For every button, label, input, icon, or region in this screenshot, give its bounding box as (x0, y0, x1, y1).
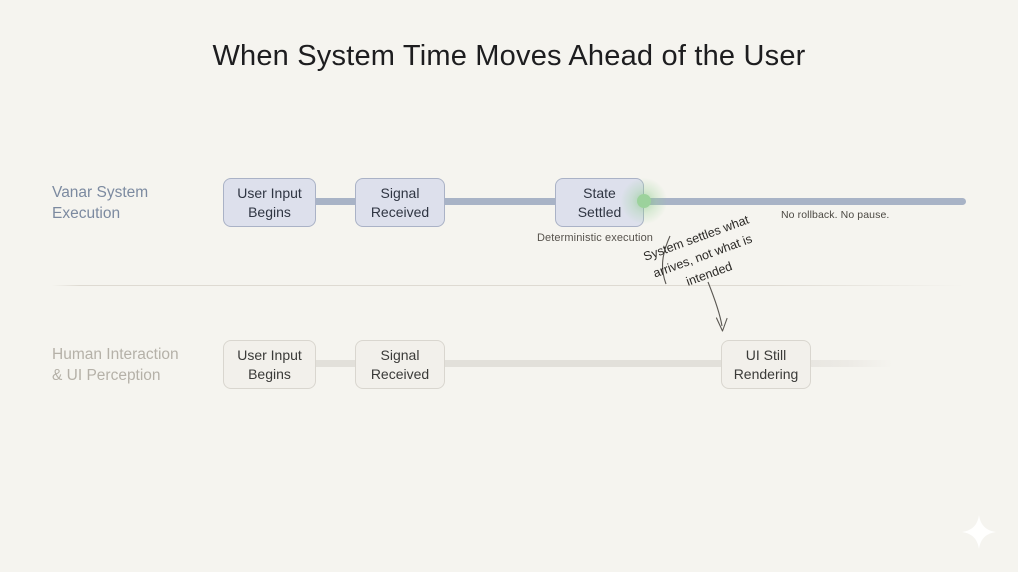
node-top-user-input-begins[interactable]: User Input Begins (223, 178, 316, 227)
timeline-track-bottom (223, 360, 893, 367)
lane-label-vanar-system-execution: Vanar System Execution (52, 184, 149, 222)
settlement-dot-icon (637, 194, 651, 208)
node-top-state-settled[interactable]: State Settled (555, 178, 644, 227)
node-bottom-user-input-begins[interactable]: User Input Begins (223, 340, 316, 389)
annotation-system-settles: System settles what arrives, not what is… (641, 212, 755, 289)
sparkle-icon (962, 515, 996, 549)
caption-no-rollback-no-pause: No rollback. No pause. (781, 209, 890, 221)
node-top-signal-received[interactable]: Signal Received (355, 178, 445, 227)
caption-deterministic-execution: Deterministic execution (537, 232, 654, 244)
page-title: When System Time Moves Ahead of the User (212, 40, 806, 72)
node-bottom-ui-still-rendering[interactable]: UI Still Rendering (721, 340, 811, 389)
node-bottom-signal-received[interactable]: Signal Received (355, 340, 445, 389)
lane-divider (52, 285, 965, 286)
lane-label-human-interaction-ui-perception: Human Interaction & UI Perception (52, 346, 179, 384)
